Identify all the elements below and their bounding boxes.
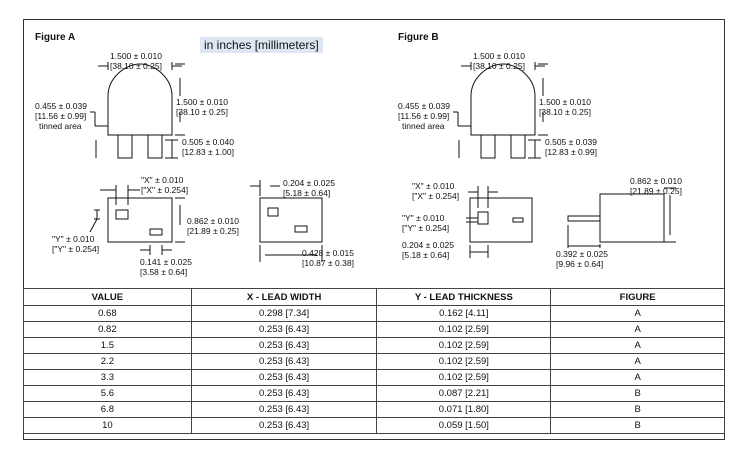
figure-a-x-label: "X" ± 0.010["X" ± 0.254]: [141, 175, 189, 195]
figure-a-tinned-label: 0.455 ± 0.039[11.56 ± 0.99]tinned area: [35, 101, 87, 131]
figure-b-lead2-label: 0.392 ± 0.025[9.96 ± 0.64]: [556, 249, 608, 269]
cell-y-lead-thickness: 0.102 [2.59]: [376, 369, 552, 386]
figure-b-width-label: 1.500 ± 0.010[38.10 ± 0.25]: [473, 51, 525, 71]
cell-y-lead-thickness: 0.162 [4.11]: [376, 305, 552, 322]
cell-y-lead-thickness: 0.102 [2.59]: [376, 337, 552, 354]
cell-y-lead-thickness: 0.071 [1.80]: [376, 401, 552, 418]
cell-value: 3.3: [23, 369, 192, 386]
cell-x-lead-width: 0.253 [6.43]: [190, 401, 378, 418]
header-figure: FIGURE: [550, 288, 725, 306]
figure-a-side-body: [107, 197, 173, 243]
cell-x-lead-width: 0.253 [6.43]: [190, 337, 378, 354]
cell-x-lead-width: 0.253 [6.43]: [190, 369, 378, 386]
lead-spec-table: VALUE X - LEAD WIDTH Y - LEAD THICKNESS …: [23, 288, 725, 434]
figure-a-end-body: [259, 197, 323, 243]
figure-b-side-label: 0.862 ± 0.010[21.89 ± 0.25]: [630, 176, 682, 196]
figure-a-body-label: 0.428 ± 0.015[10.87 ± 0.38]: [302, 248, 354, 268]
figure-b-top-label: 0.204 ± 0.025[5.18 ± 0.64]: [402, 240, 454, 260]
cell-figure: A: [550, 353, 725, 370]
units-note: in inches [millimeters]: [200, 37, 323, 53]
header-value: VALUE: [23, 288, 192, 306]
cell-y-lead-thickness: 0.059 [1.50]: [376, 417, 552, 434]
cell-figure: B: [550, 401, 725, 418]
cell-value: 5.6: [23, 385, 192, 402]
figure-b-side-views: [466, 186, 676, 258]
figure-b-lead-label: 0.505 ± 0.039[12.83 ± 0.99]: [545, 137, 597, 157]
figure-b-height-label: 1.500 ± 0.010[38.10 ± 0.25]: [539, 97, 591, 117]
header-y-lead-thickness: Y - LEAD THICKNESS: [376, 288, 552, 306]
cell-value: 0.68: [23, 305, 192, 322]
figure-a-title: Figure A: [35, 32, 76, 43]
figure-b-tinned-label: 0.455 ± 0.039[11.56 ± 0.99]tinned area: [398, 101, 450, 131]
cell-value: 1.5: [23, 337, 192, 354]
figure-a-y-label: "Y" ± 0.010["Y" ± 0.254]: [52, 234, 100, 254]
figure-a-height-label: 1.500 ± 0.010[38.10 ± 0.25]: [176, 97, 228, 117]
cell-value: 2.2: [23, 353, 192, 370]
figure-a-lead-label: 0.505 ± 0.040[12.83 ± 1.00]: [182, 137, 234, 157]
figure-a-lead-left: [117, 134, 133, 159]
figure-b-front-view: [453, 62, 548, 159]
cell-figure: A: [550, 305, 725, 322]
cell-x-lead-width: 0.253 [6.43]: [190, 353, 378, 370]
figure-a-side-label: 0.862 ± 0.010[21.89 ± 0.25]: [187, 216, 239, 236]
figure-a-end-lead: [294, 225, 308, 233]
cell-value: 6.8: [23, 401, 192, 418]
figure-a-space-label: 0.141 ± 0.025[3.58 ± 0.64]: [140, 257, 192, 277]
cell-figure: A: [550, 321, 725, 338]
table-header-row: VALUE X - LEAD WIDTH Y - LEAD THICKNESS …: [23, 288, 725, 306]
figure-a-lead-right: [147, 134, 163, 159]
figure-b-end-lead: [567, 215, 601, 222]
cell-x-lead-width: 0.253 [6.43]: [190, 385, 378, 402]
figure-a-lead-y: [149, 228, 163, 236]
cell-x-lead-width: 0.253 [6.43]: [190, 417, 378, 434]
figure-b-title: Figure B: [398, 32, 439, 43]
cell-figure: A: [550, 369, 725, 386]
figure-a-side-views: [89, 180, 323, 262]
cell-value: 0.82: [23, 321, 192, 338]
dimension-drawings: [89, 62, 676, 262]
cell-x-lead-width: 0.298 [7.34]: [190, 305, 378, 322]
cell-y-lead-thickness: 0.102 [2.59]: [376, 321, 552, 338]
figure-a-end-slot: [267, 207, 279, 217]
figure-a-top-label: 0.204 ± 0.025[5.18 ± 0.64]: [283, 178, 335, 198]
figure-b-lead-left: [480, 134, 496, 159]
figure-b-lead-x: [477, 211, 489, 225]
cell-figure: A: [550, 337, 725, 354]
cell-figure: B: [550, 385, 725, 402]
figure-b-body-outline: [470, 63, 536, 136]
figure-b-side-body: [469, 197, 533, 243]
figure-b-lead-right: [510, 134, 526, 159]
cell-value: 10: [23, 417, 192, 434]
cell-y-lead-thickness: 0.102 [2.59]: [376, 353, 552, 370]
figure-b-y-label: "Y" ± 0.010["Y" ± 0.254]: [402, 213, 450, 233]
cell-figure: B: [550, 417, 725, 434]
figure-a-width-label: 1.500 ± 0.010[38.10 ± 0.25]: [110, 51, 162, 71]
header-x-lead-width: X - LEAD WIDTH: [190, 288, 378, 306]
cell-y-lead-thickness: 0.087 [2.21]: [376, 385, 552, 402]
figure-a-body-outline: [107, 63, 173, 136]
cell-x-lead-width: 0.253 [6.43]: [190, 321, 378, 338]
drawing-frame: [23, 19, 725, 440]
figure-a-front-view: [90, 62, 185, 159]
figure-b-x-label: "X" ± 0.010["X" ± 0.254]: [412, 181, 460, 201]
figure-b-end-body: [599, 193, 665, 243]
figure-a-lead-x: [115, 209, 129, 220]
figure-b-lead-y: [512, 217, 524, 223]
